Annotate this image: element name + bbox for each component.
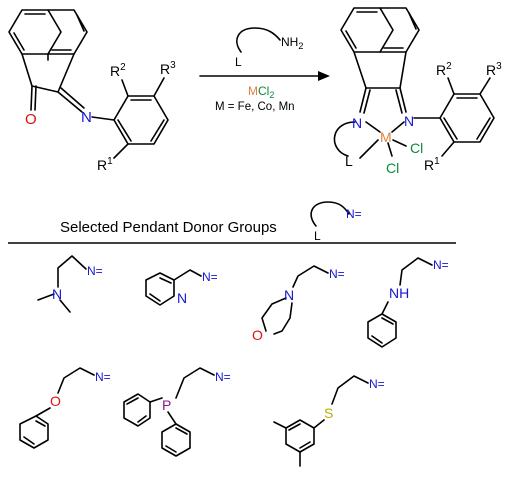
group-morpholinoethyl	[261, 265, 329, 335]
group-thioether-imine: N=	[369, 377, 385, 391]
reagent-ligand-arc	[236, 27, 281, 53]
section-title: Selected Pendant Donor Groups	[60, 219, 277, 236]
reactant-r3-label: R3	[160, 60, 176, 77]
product-n-left: N	[352, 115, 362, 131]
reactant-oxygen: O	[25, 111, 37, 128]
reactant-r2-label: R2	[110, 62, 126, 79]
group-morpholinoethyl-imine: N=	[329, 267, 345, 281]
group-diphenylphosphinoethyl-imine: N=	[215, 370, 231, 384]
group-diphenylphosphinoethyl-p: P	[162, 397, 171, 413]
reaction-arrowhead	[318, 71, 330, 81]
product-structure	[333, 7, 495, 159]
product-r3-label: R3	[486, 61, 502, 78]
group-phenoxyethyl-imine: N=	[95, 370, 111, 384]
product-r1-label: R1	[424, 156, 440, 173]
group-dimethylaminoethyl-n: N	[52, 286, 62, 302]
group-thioether-s: S	[324, 405, 333, 421]
product-n-right: N	[404, 113, 414, 129]
group-phenoxyethyl-o: O	[50, 393, 61, 409]
group-dimethylaminoethyl	[37, 255, 87, 313]
reactant-structure	[8, 9, 169, 159]
reagent-metal-salt: MCl2	[248, 84, 274, 100]
group-pyridylmethyl-imine: N=	[202, 270, 218, 284]
product-r2-label: R2	[436, 61, 452, 78]
reagent-ligand-label: L	[235, 55, 242, 69]
reagent-metal-list: M = Fe, Co, Mn	[215, 101, 295, 113]
group-morpholinoethyl-n: N	[284, 287, 294, 303]
group-anilinoethyl	[367, 257, 433, 348]
group-pyridylmethyl-n: N	[177, 290, 187, 306]
group-phenoxyethyl	[19, 367, 95, 449]
group-thioether	[273, 375, 369, 467]
group-morpholinoethyl-o: O	[252, 327, 263, 343]
reactant-imine-nitrogen: N	[81, 109, 92, 126]
group-anilinoethyl-imine: N=	[433, 258, 449, 272]
legend-imine-label: N=	[346, 207, 362, 221]
legend-ligand-arc	[310, 201, 350, 227]
product-metal-center: M	[380, 129, 392, 145]
group-anilinoethyl-nh: NH	[389, 285, 409, 301]
reagent-amine: NH2	[281, 35, 303, 51]
legend-ligand-label: L	[314, 229, 321, 243]
group-pyridylmethyl	[145, 269, 202, 306]
group-diphenylphosphinoethyl	[123, 367, 215, 457]
product-chloride-b: Cl	[386, 160, 399, 176]
product-ligand-label: L	[345, 153, 353, 169]
reactant-r1-label: R1	[97, 156, 113, 173]
product-chloride-a: Cl	[410, 140, 423, 156]
group-dimethylaminoethyl-imine: N=	[87, 264, 103, 278]
